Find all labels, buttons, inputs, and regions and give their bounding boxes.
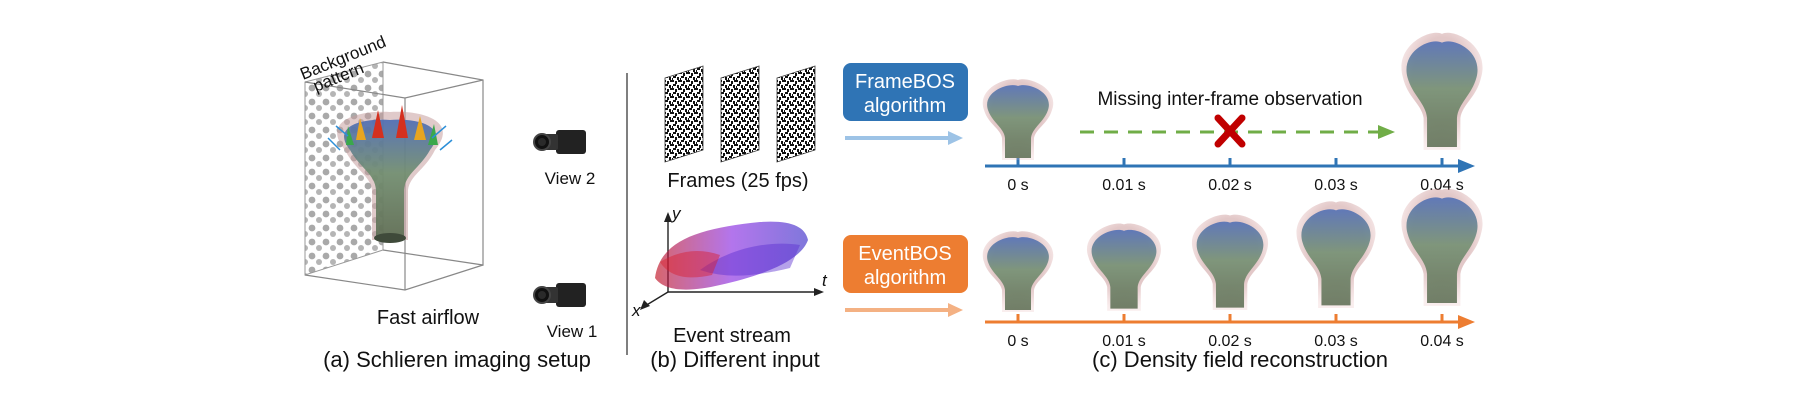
airflow-label: Fast airflow (377, 307, 480, 329)
framebos-box (843, 63, 968, 121)
event-plume-001s (1086, 223, 1162, 311)
frame-image-3 (776, 65, 816, 163)
framebos-label-line2: algorithm (864, 95, 946, 117)
frame-image-1 (664, 65, 704, 163)
frame-image-2 (720, 65, 760, 163)
event-tick-1: 0.01 s (1102, 333, 1146, 350)
missing-cross-icon (1214, 114, 1246, 148)
frame-tick-3: 0.03 s (1314, 177, 1358, 194)
event-tick-0: 0 s (1007, 333, 1028, 350)
event-timeline-ticks (1016, 314, 1444, 322)
missing-observation-label: Missing inter-frame observation (1097, 89, 1362, 110)
view1-label: View 1 (547, 322, 598, 341)
event-plume-004s (1401, 188, 1483, 306)
camera-view2-icon (533, 129, 587, 155)
panel-c-caption: (c) Density field reconstruction (1092, 347, 1388, 372)
frames-label: Frames (25 fps) (667, 170, 808, 192)
framebos-label-line1: FrameBOS (855, 71, 955, 93)
eventbos-label-line2: algorithm (864, 267, 946, 289)
event-stream-label: Event stream (673, 325, 791, 347)
panel-b: Frames (25 fps) y x t Event stream (b) D… (631, 65, 828, 372)
event-stream-plot (640, 212, 824, 310)
panel-a-caption: (a) Schlieren imaging setup (323, 347, 591, 372)
frame-timeline-ticks (1016, 158, 1444, 166)
view2-label: View 2 (545, 169, 596, 188)
frame-plume-0s (982, 79, 1054, 160)
event-tick-2: 0.02 s (1208, 333, 1252, 350)
eventbos-box (843, 235, 968, 293)
panel-a: Background pattern View 2 View 1 Fast ai… (297, 32, 597, 372)
frame-tick-0: 0 s (1007, 177, 1028, 194)
frame-plume-004s (1401, 32, 1483, 150)
event-tick-3: 0.03 s (1314, 333, 1358, 350)
event-tick-4: 0.04 s (1420, 333, 1464, 350)
axis-t-label: t (822, 271, 828, 290)
event-plume-003s (1296, 201, 1376, 309)
event-plume-0s (982, 231, 1054, 312)
event-plume-002s (1191, 214, 1269, 310)
axis-y-label: y (671, 204, 682, 223)
panel-c: FrameBOS algorithm EventBOS algorithm 0 … (843, 32, 1483, 372)
airflow-plume (327, 105, 453, 243)
panel-b-caption: (b) Different input (650, 347, 820, 372)
camera-view1-icon (533, 282, 587, 308)
frame-tick-1: 0.01 s (1102, 177, 1146, 194)
axis-x-label: x (631, 301, 641, 320)
frame-tick-2: 0.02 s (1208, 177, 1252, 194)
frame-images (664, 65, 816, 163)
eventbos-label-line1: EventBOS (858, 243, 951, 265)
